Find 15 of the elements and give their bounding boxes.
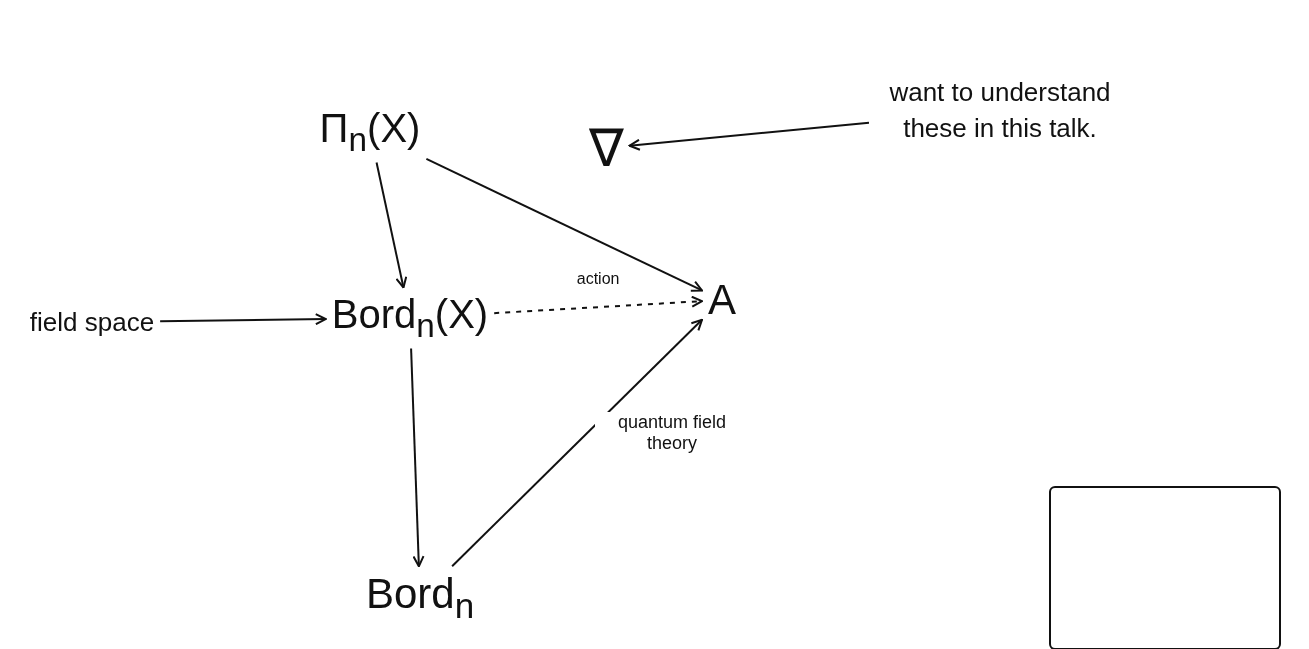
math-label: A <box>708 276 736 323</box>
arrow <box>451 318 703 568</box>
note-text: want to understand these in this talk. <box>889 76 1111 143</box>
arrow <box>410 347 425 568</box>
dashed-arrow <box>493 295 703 315</box>
node-label: field space <box>29 306 155 337</box>
math-label: Bord$_{n}$ <box>365 570 475 618</box>
arrow <box>628 121 870 151</box>
arrow <box>425 157 703 292</box>
math-label: Bord$_{n}$(X) <box>331 291 489 336</box>
arrow <box>375 161 408 289</box>
arrow <box>159 313 327 326</box>
empty-box <box>1049 486 1281 649</box>
math-label: Π$_{n}$(X) <box>319 105 421 150</box>
nabla-symbol: ∇ <box>588 119 624 177</box>
